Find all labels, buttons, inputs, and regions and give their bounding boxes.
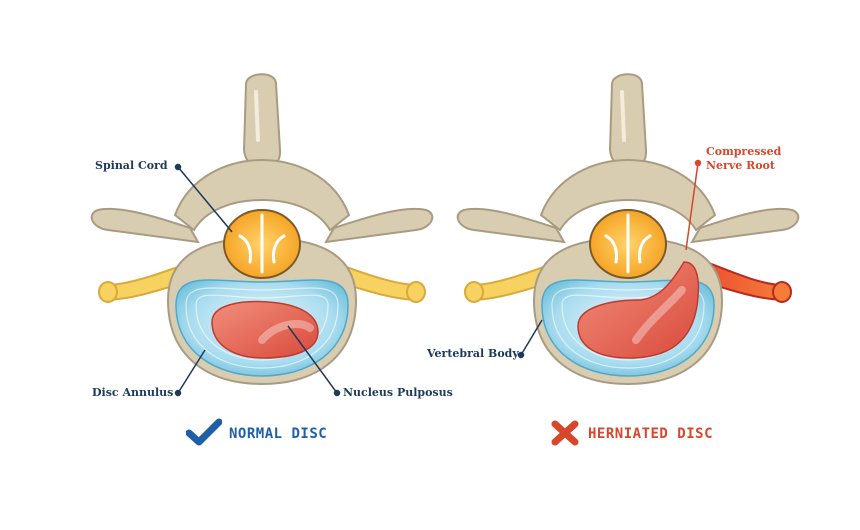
- transverse-process-left: [456, 207, 566, 244]
- label-spinal-cord: Spinal Cord: [95, 159, 168, 172]
- transverse-process-right: [690, 207, 800, 244]
- transverse-process-right: [324, 207, 434, 244]
- label-disc-annulus: Disc Annulus: [92, 386, 174, 399]
- nucleus-pulposus-shape: [211, 300, 319, 359]
- leader-lines-normal: [174, 163, 341, 397]
- transverse-process-left: [90, 207, 200, 244]
- checkmark-icon: [186, 418, 222, 446]
- caption-herniated-disc: HERNIATED DISC: [588, 426, 714, 442]
- herniated-vertebra: [456, 73, 800, 386]
- spinous-process: [242, 73, 282, 170]
- spinous-process: [608, 73, 648, 170]
- label-compressed-line2: Nerve Root: [706, 159, 775, 172]
- herniated-nucleus-shape: [577, 261, 700, 359]
- vertebral-arch: [539, 158, 717, 232]
- vertebral-arch: [173, 158, 351, 232]
- label-nucleus-pulposus: Nucleus Pulposus: [343, 386, 453, 399]
- label-compressed-nerve-root: Compressed Nerve Root: [706, 145, 781, 173]
- normal-vertebra: [90, 73, 434, 386]
- cross-icon: [551, 420, 579, 446]
- label-compressed-line1: Compressed: [706, 145, 782, 158]
- caption-normal-disc: NORMAL DISC: [229, 426, 328, 442]
- leader-lines-herniated: [517, 319, 543, 359]
- label-vertebral-body: Vertebral Body: [427, 347, 519, 360]
- leader-line-compressed: [685, 159, 702, 251]
